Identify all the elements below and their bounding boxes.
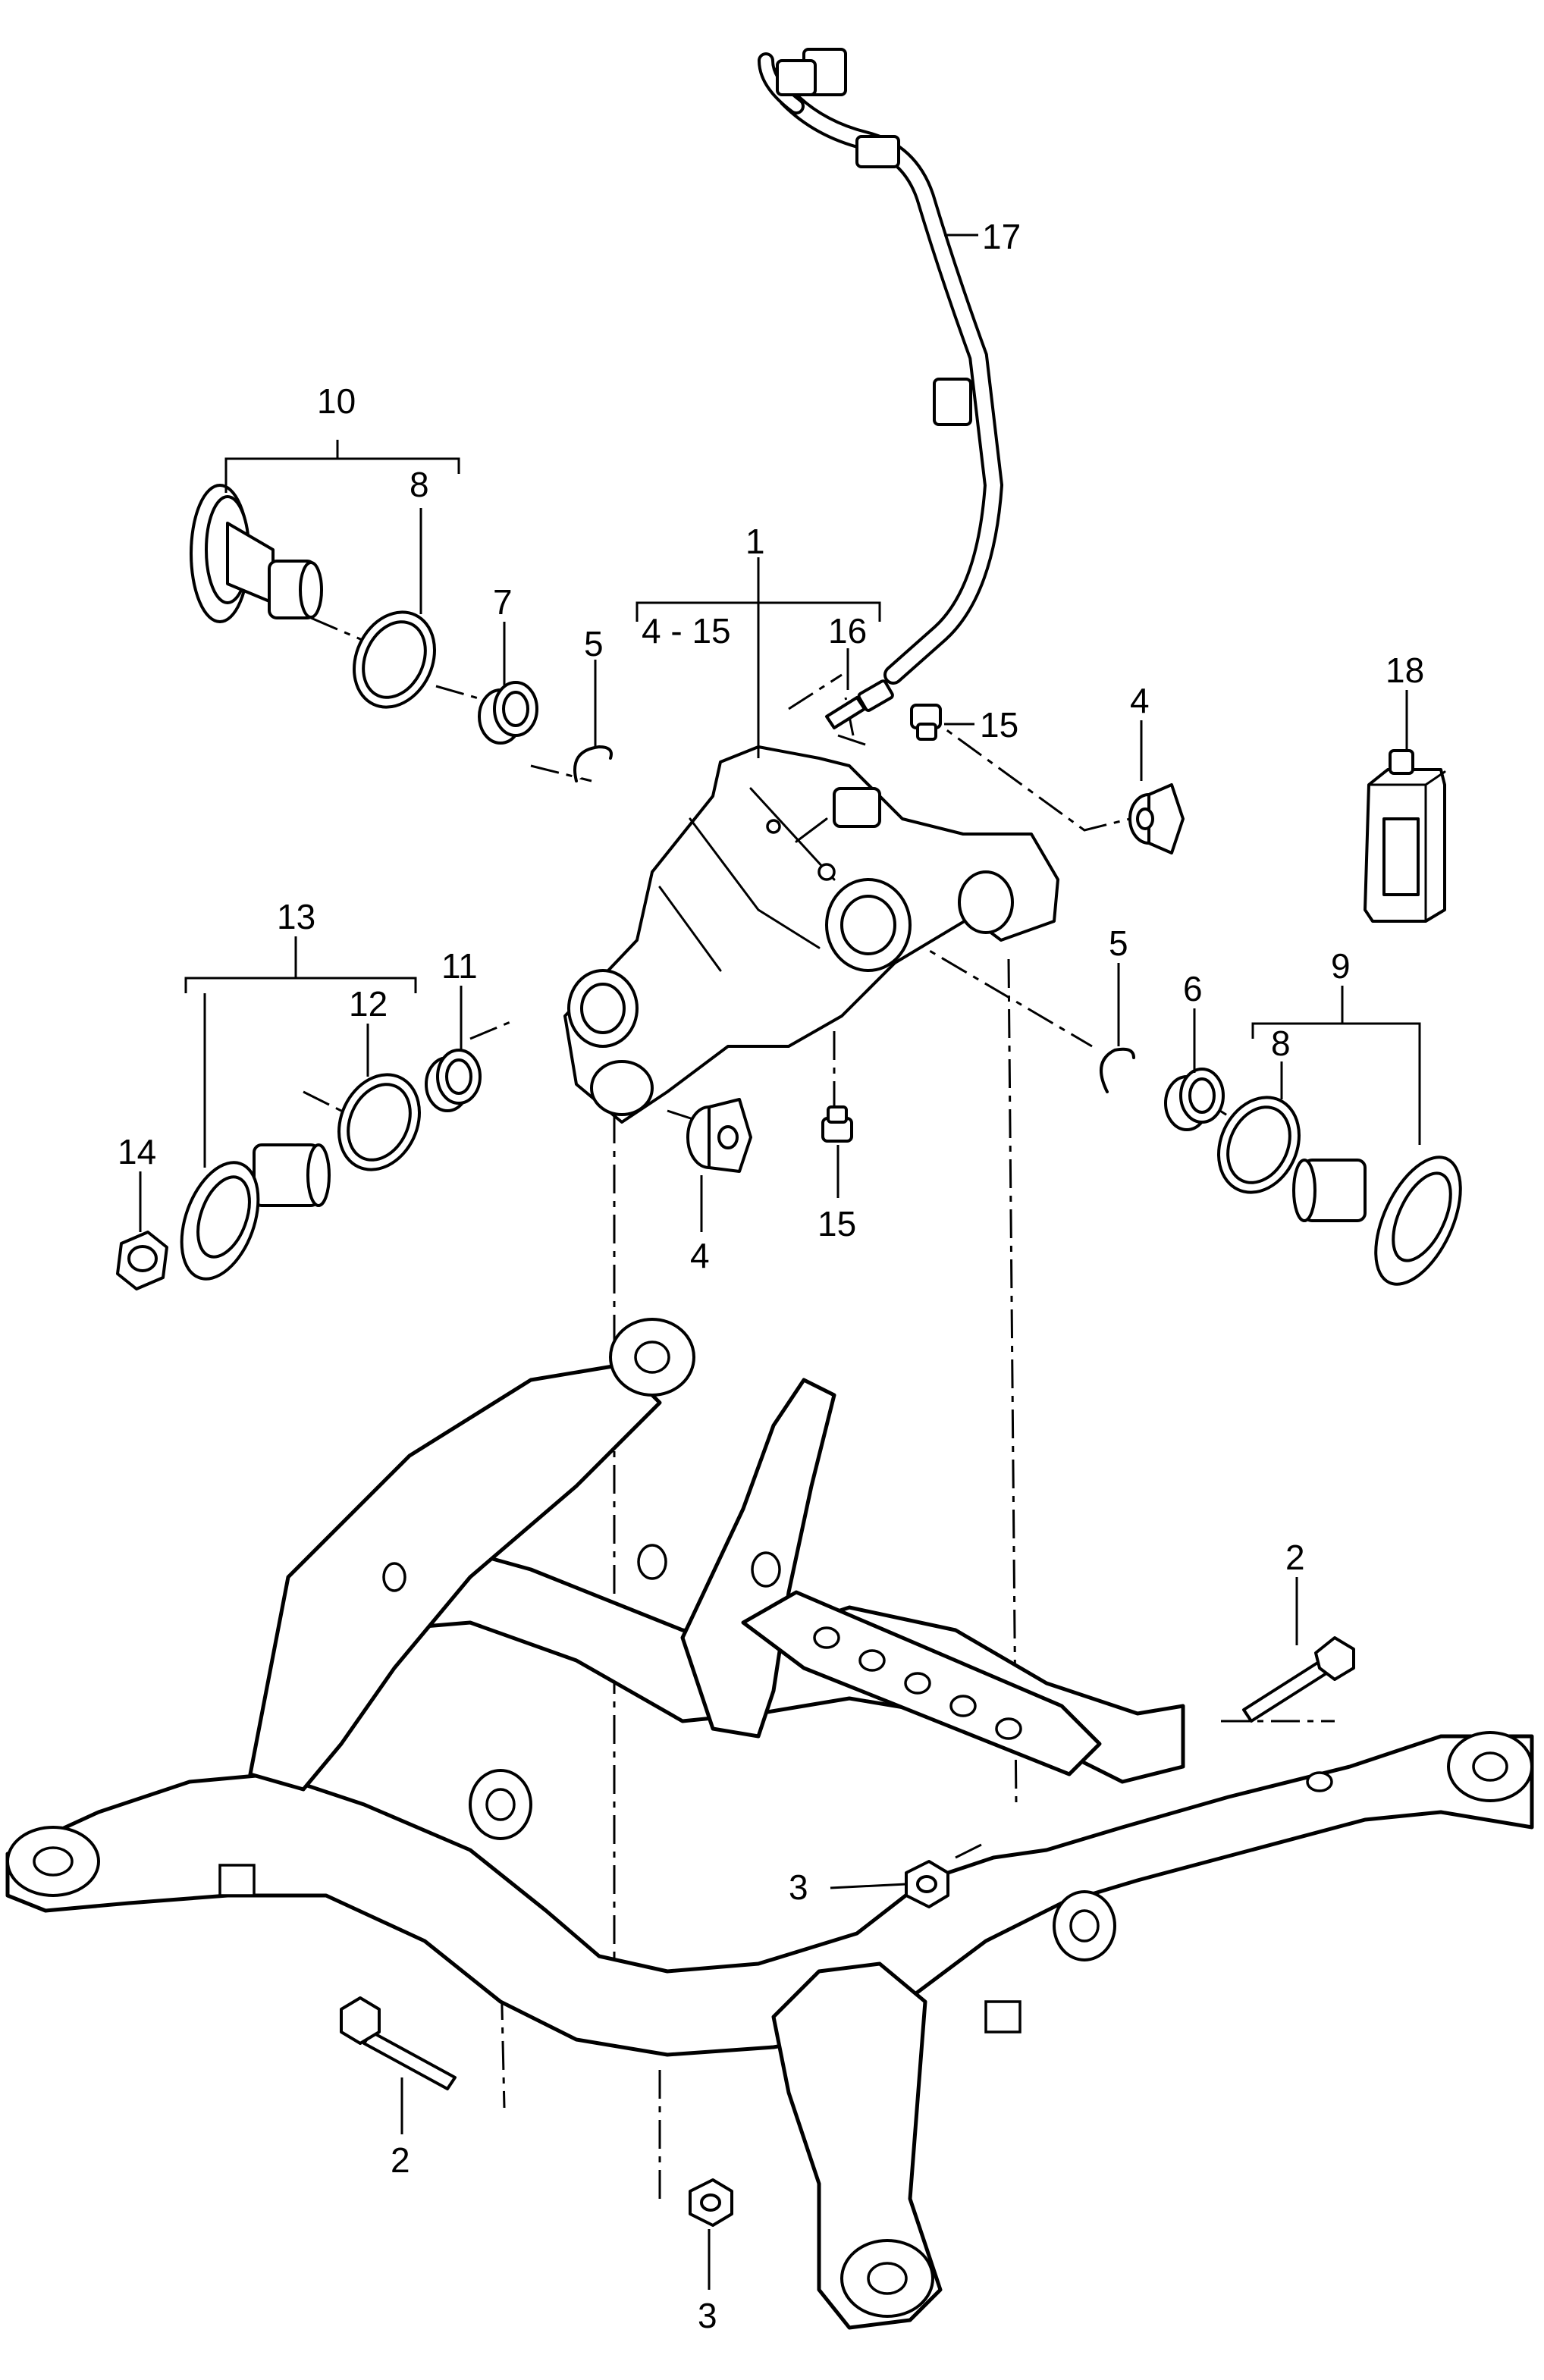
callout-4-right: 4: [1130, 681, 1150, 720]
callout-12: 12: [349, 984, 388, 1024]
callout-4-15: 4 - 15: [642, 611, 731, 651]
callout-14: 14: [118, 1132, 156, 1171]
bolt-right: [1242, 1636, 1355, 1723]
callout-3-right: 3: [789, 1867, 808, 1907]
callout-18: 18: [1386, 651, 1424, 690]
callout-labels: 1 4 - 15 16 17 10 8 7 5 15 18 4 5 6 9 8 …: [118, 217, 1424, 2335]
callout-10: 10: [317, 381, 356, 421]
seal-ring-right: [1217, 1096, 1301, 1194]
nut-frame-lower: [689, 2178, 733, 2227]
callout-16: 16: [828, 611, 867, 651]
bearing-left-lower: [425, 1049, 482, 1112]
callout-8-top: 8: [410, 465, 429, 504]
nut-frame-right: [905, 1860, 949, 1908]
callout-1: 1: [745, 522, 765, 561]
vent-valve: [825, 679, 894, 729]
bolt-left: [340, 1996, 457, 2090]
callout-2-left: 2: [391, 2140, 410, 2180]
flange-shaft-left-top: [190, 484, 323, 623]
callout-9: 9: [1331, 946, 1351, 986]
flange-shaft-right: [1292, 1156, 1462, 1286]
callout-15-lower: 15: [818, 1204, 856, 1243]
filler-plug: [910, 704, 942, 741]
callout-13: 13: [277, 897, 315, 936]
callout-17: 17: [982, 217, 1021, 256]
callout-15-top: 15: [980, 705, 1018, 745]
mount-bushing-lower: [686, 1098, 752, 1173]
callout-2-right: 2: [1285, 1538, 1305, 1577]
callout-7: 7: [493, 582, 513, 622]
flange-shaft-left-lower: [180, 1143, 331, 1281]
callout-8-right: 8: [1271, 1024, 1291, 1063]
oil-bottle: [1364, 749, 1446, 923]
drain-plug: [821, 1105, 853, 1143]
callout-5-right: 5: [1109, 923, 1128, 963]
seal-ring-left-lower: [337, 1073, 421, 1171]
callout-5-top: 5: [584, 624, 604, 663]
circlip-right: [1100, 1047, 1135, 1093]
bearing-right: [1164, 1068, 1225, 1131]
leader-lines: [139, 234, 1421, 2290]
circlip-left-top: [573, 745, 613, 782]
callout-4-lower: 4: [690, 1236, 710, 1275]
nut-left: [116, 1231, 168, 1290]
seal-ring-left-top: [353, 610, 436, 709]
callout-6: 6: [1183, 969, 1203, 1008]
callout-11: 11: [441, 946, 478, 986]
callout-3-lower: 3: [698, 2296, 717, 2335]
bearing-left-top: [478, 681, 538, 745]
wiring-harness: [758, 48, 1004, 685]
rear-subframe: [5, 1318, 1534, 2330]
mount-bushing-right: [1128, 783, 1185, 854]
differential-housing: [563, 745, 1059, 1124]
